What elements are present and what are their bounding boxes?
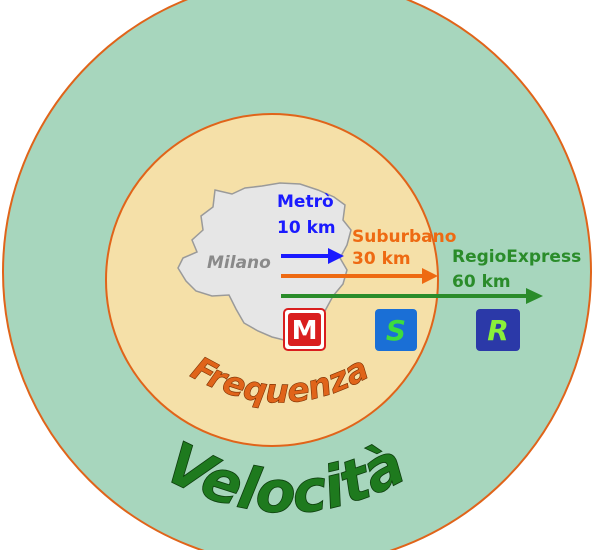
metro-m-icon: M [283,308,326,351]
suburbano-s-icon: S [375,309,417,351]
regioexpress-badge-letter: R [487,314,509,347]
suburbano-distance-label: 30 km [352,249,411,269]
suburbano-name-label: Suburbano [352,227,456,247]
suburbano-arrowhead [422,268,438,284]
metro-badge-letter: M [292,316,318,346]
metro-arrowhead [328,248,344,264]
regioexpress-distance-label: 60 km [452,272,511,292]
city-label: Milano [207,253,271,273]
regioexpress-name-label: RegioExpress [452,247,581,267]
regioexpress-arrowhead [526,288,543,304]
suburbano-badge-letter: S [386,314,406,347]
regioexpress-r-icon: R [476,309,520,351]
metro-name-label: Metrò [277,192,334,212]
metro-distance-label: 10 km [277,218,336,238]
